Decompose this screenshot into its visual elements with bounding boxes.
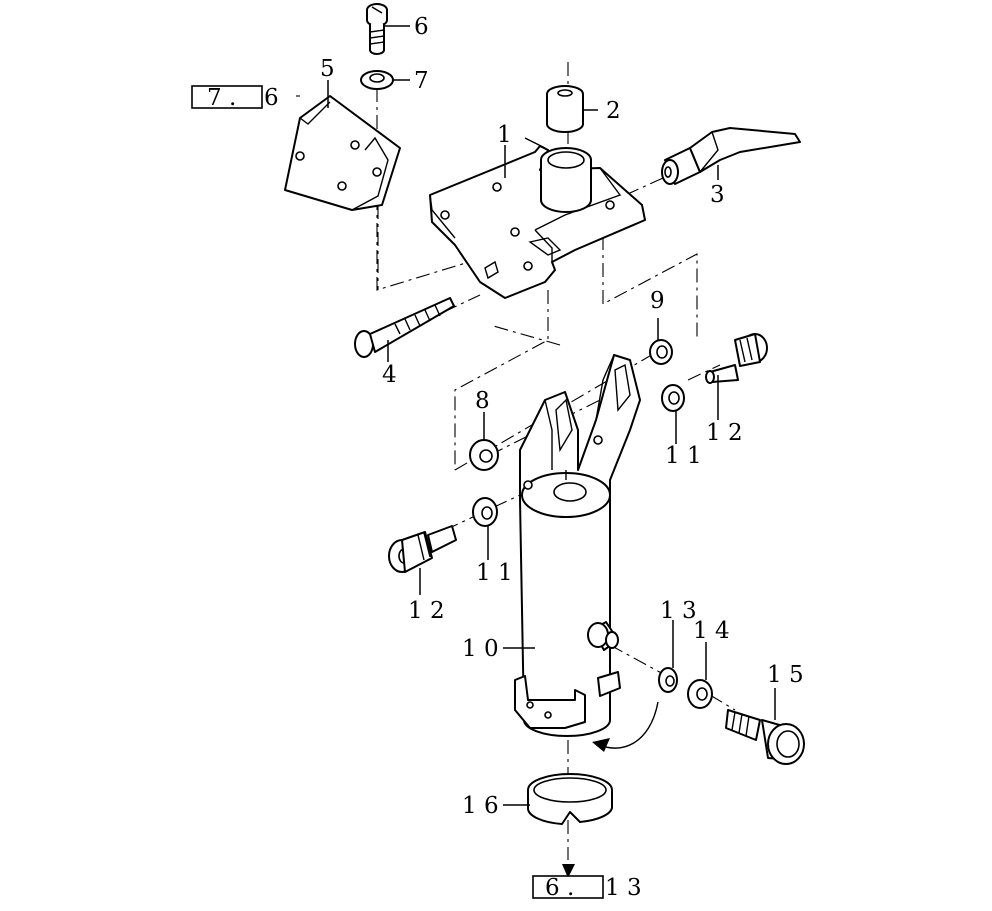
washer-part-8: [469, 439, 499, 471]
washer-part-14: [687, 679, 713, 709]
label-part-11-right: 1 1: [665, 443, 702, 469]
leader-lines: [327, 25, 776, 806]
reference-top-box-text: 7 .: [207, 85, 236, 111]
washer-part-11-left: [472, 497, 498, 527]
reference-top[interactable]: 7 . 6: [191, 85, 279, 111]
mounting-plate-part-5: [284, 95, 401, 211]
label-part-10: 1 0: [462, 636, 499, 662]
reference-bottom-box-text: 6 .: [545, 875, 574, 901]
label-part-16: 1 6: [462, 793, 499, 819]
label-part-14: 1 4: [693, 618, 730, 644]
label-part-2: 2: [606, 98, 621, 124]
bushing-part-2: [546, 85, 584, 133]
bushing-part-13: [658, 667, 678, 693]
pin-part-12-right: [705, 333, 768, 384]
bracket-part-1: [429, 137, 646, 299]
label-part-8: 8: [475, 388, 490, 414]
label-part-13: 1 3: [660, 598, 697, 624]
label-part-3: 3: [710, 182, 725, 208]
washer-part-11-right: [661, 384, 685, 412]
label-part-15: 1 5: [767, 662, 804, 688]
lever-handle-part-3: [661, 127, 801, 185]
label-part-5: 5: [320, 56, 335, 82]
label-part-12-right: 1 2: [706, 420, 743, 446]
bolt-part-4: [354, 297, 455, 358]
label-part-9: 9: [650, 288, 665, 314]
washer-part-9: [649, 339, 673, 365]
label-part-11-left: 1 1: [476, 560, 513, 586]
screw-part-6: [366, 3, 388, 55]
reference-bottom[interactable]: 6 . 1 3: [532, 875, 642, 901]
column-part-10: [514, 354, 641, 737]
rotation-arrow: [592, 701, 659, 752]
part-number-labels: 6 7 5 2 1 3 4 9 8 1 2 1 1 1 1 1 2 1 3 1 …: [320, 14, 804, 819]
label-part-6: 6: [414, 14, 429, 40]
reference-bottom-tail-text: 1 3: [605, 875, 642, 901]
label-part-1: 1: [497, 122, 512, 148]
label-part-7: 7: [414, 68, 429, 94]
label-part-4: 4: [382, 362, 397, 388]
knob-part-15: [725, 709, 805, 765]
pin-part-12-left: [388, 525, 457, 573]
label-part-12-left: 1 2: [408, 598, 445, 624]
split-ring-part-16: [527, 773, 613, 825]
arrow-to-bottom-ref: [562, 864, 575, 878]
reference-top-tail-text: 6: [264, 85, 279, 111]
washer-part-7: [360, 70, 394, 90]
